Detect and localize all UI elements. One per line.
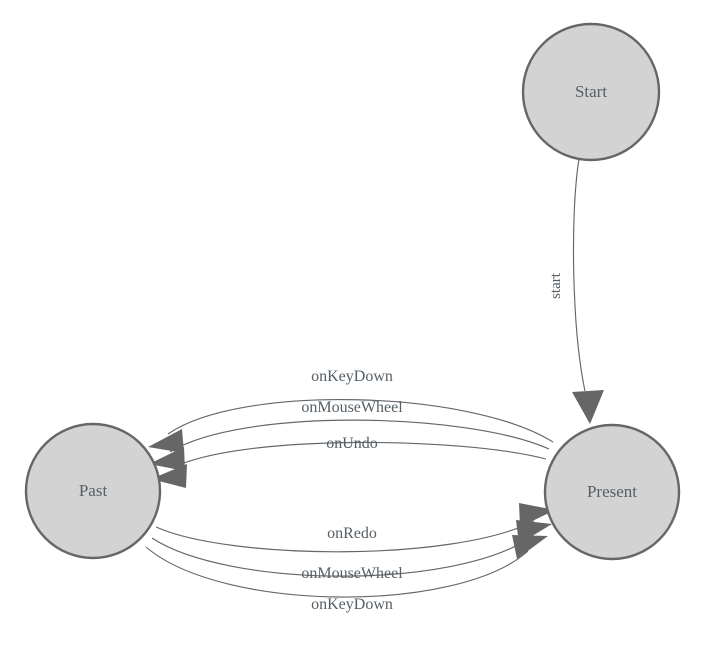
edge-present-to-past-onmousewheel-path [169,419,550,453]
edge-present-to-past-onundo-path [171,441,547,469]
edge-past-to-present-onkeydown-arrowhead [512,535,548,559]
node-present-label: Present [587,482,637,501]
edge-present-to-past-onkeydown-path [167,399,554,443]
edge-present-to-past-onundo[interactable]: onUndo [151,435,547,488]
edge-start-to-present[interactable]: start [548,158,604,424]
edge-past-to-present-onkeydown-label: onKeyDown [311,596,393,613]
edge-present-to-past-onmousewheel-label: onMouseWheel [301,399,403,416]
edge-past-to-present-onkeydown-path [145,546,529,598]
node-past[interactable]: Past [24,422,162,560]
node-past-label: Past [79,481,108,500]
edge-past-to-present-onredo-path [155,520,535,553]
edge-present-to-past-onmousewheel[interactable]: onMouseWheel [149,399,550,471]
edge-start-to-present-label: start [548,272,564,299]
edge-past-to-present-onredo[interactable]: onRedo [155,503,555,553]
edge-present-to-past-onundo-label: onUndo [326,435,378,452]
edge-past-to-present-onkeydown[interactable]: onKeyDown [145,535,548,613]
edge-present-to-past-onkeydown[interactable]: onKeyDown [148,368,554,453]
node-start[interactable]: Start [521,22,661,162]
edge-present-to-past-onundo-arrowhead [151,464,187,488]
edge-present-to-past-onkeydown-label: onKeyDown [311,368,393,385]
edge-start-to-present-arrowhead [572,390,604,424]
edge-start-to-present-path [572,158,586,392]
edge-past-to-present-onmousewheel[interactable]: onMouseWheel [151,520,552,582]
edge-past-to-present-onmousewheel-path [151,536,532,577]
node-start-circle [521,22,661,162]
edge-past-to-present-onmousewheel-label: onMouseWheel [301,565,403,582]
edge-present-to-past-onkeydown-arrowhead [148,429,184,453]
node-present[interactable]: Present [543,423,681,561]
node-past-circle [24,422,162,560]
edge-past-to-present-onredo-label: onRedo [327,525,377,542]
node-start-label: Start [575,82,607,101]
edge-present-to-past-onmousewheel-arrowhead [149,447,185,471]
node-present-circle [543,423,681,561]
